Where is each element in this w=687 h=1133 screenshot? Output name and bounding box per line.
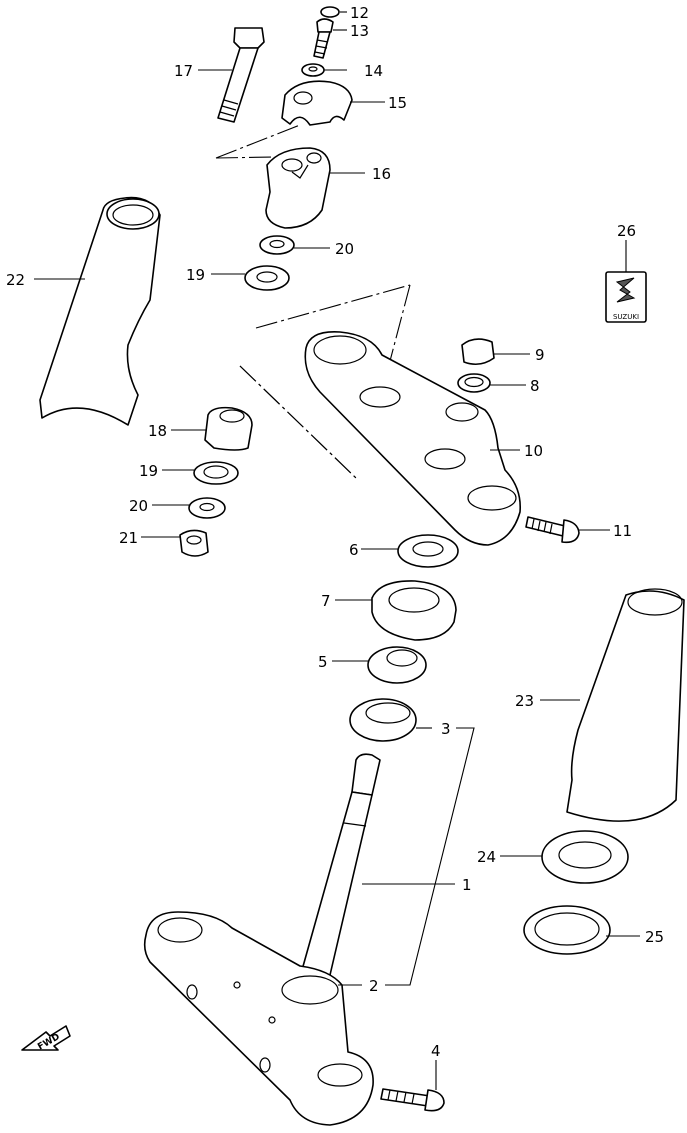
washer-8 — [457, 373, 491, 393]
callout-16: 16 — [372, 165, 391, 183]
washer-14 — [301, 63, 325, 77]
upper-bracket — [304, 331, 522, 546]
callout-20a: 20 — [335, 240, 354, 258]
steering-stem — [301, 753, 381, 976]
callout-9: 9 — [535, 346, 545, 364]
callout-4: 4 — [431, 1042, 441, 1060]
callout-12: 12 — [350, 4, 369, 22]
washer-20-lower — [188, 497, 226, 519]
callout-19b: 19 — [139, 462, 158, 480]
callout-8: 8 — [530, 377, 540, 395]
callout-13: 13 — [350, 22, 369, 40]
callout-22: 22 — [6, 271, 25, 289]
callout-6: 6 — [349, 541, 359, 559]
callout-25: 25 — [645, 928, 664, 946]
callout-10: 10 — [524, 442, 543, 460]
callout-20b: 20 — [129, 497, 148, 515]
callout-5: 5 — [318, 653, 328, 671]
cap-nut-9 — [461, 338, 495, 366]
emblem-text: SUZUKI — [613, 313, 639, 321]
callout-15: 15 — [388, 94, 407, 112]
callout-17: 17 — [174, 62, 193, 80]
callout-14: 14 — [364, 62, 383, 80]
cap-12 — [320, 6, 340, 18]
nut-21 — [179, 529, 209, 557]
callout-23: 23 — [515, 692, 534, 710]
fwd-arrow: FWD — [21, 1025, 71, 1052]
callout-21: 21 — [119, 529, 138, 547]
washer-20-upper — [259, 235, 295, 255]
fork-cover-right — [566, 588, 685, 822]
leader-lines — [34, 11, 640, 1090]
ring-nut-24 — [541, 830, 629, 884]
handlebar-upper-holder — [281, 80, 353, 126]
washer-25 — [523, 905, 611, 955]
suzuki-emblem: SUZUKI — [605, 271, 647, 323]
handlebar-bolt — [217, 27, 265, 123]
bearing-5 — [367, 646, 427, 684]
callout-2: 2 — [369, 977, 379, 995]
fork-cover-left — [39, 196, 161, 426]
callout-11: 11 — [613, 522, 632, 540]
callout-3: 3 — [441, 720, 451, 738]
callout-24: 24 — [477, 848, 496, 866]
dust-seal-7 — [371, 580, 457, 641]
callout-26: 26 — [617, 222, 636, 240]
callouts: 1 2 3 4 5 6 7 8 9 10 11 12 13 14 15 16 1… — [6, 4, 664, 1060]
callout-1: 1 — [462, 876, 472, 894]
bearing-3 — [349, 698, 417, 742]
callout-19a: 19 — [186, 266, 205, 284]
washer-19-lower — [193, 461, 239, 485]
callout-18: 18 — [148, 422, 167, 440]
bolt-13 — [313, 18, 334, 59]
bolt-11 — [525, 516, 580, 544]
washer-19-upper — [244, 265, 290, 291]
lock-nut-6 — [397, 534, 459, 568]
lower-bracket — [143, 911, 374, 1126]
bushing-18 — [204, 406, 253, 451]
bolt-4 — [380, 1088, 445, 1112]
handlebar-lower-holder — [265, 147, 331, 229]
callout-7: 7 — [321, 592, 331, 610]
